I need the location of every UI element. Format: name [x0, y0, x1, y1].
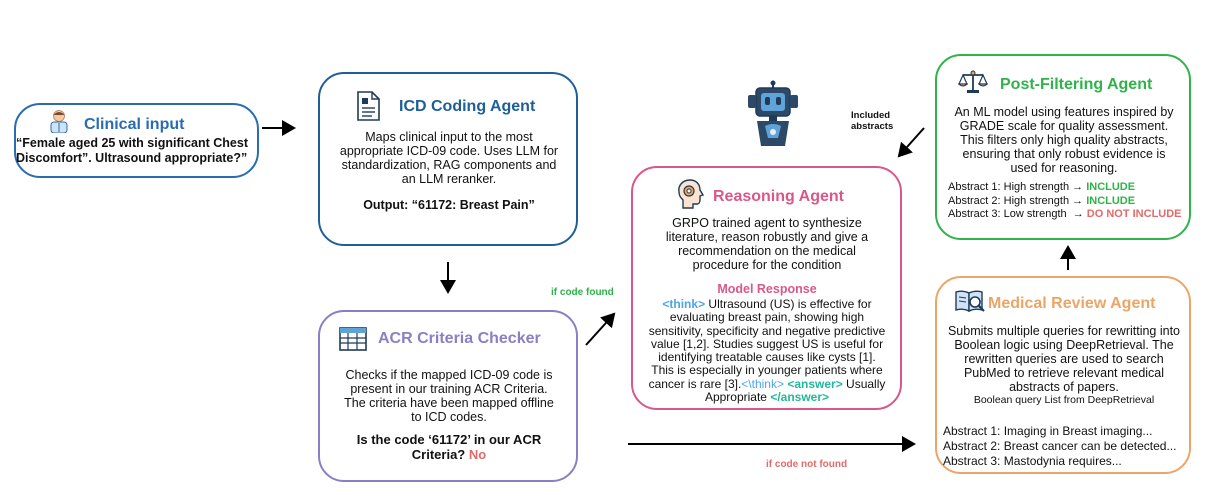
think-open-tag: <think> [662, 297, 706, 311]
if-code-not-found-label: if code not found [766, 459, 848, 470]
query-abstract-item: Abstract 2: Breast cancer can be detecte… [943, 439, 1177, 453]
scales-icon [958, 70, 988, 93]
post-filtering-agent-title: Post-Filtering Agent [1000, 76, 1153, 93]
medical-review-agent-title: Medical Review Agent [988, 295, 1156, 312]
icd-coding-agent-box: ICD Coding Agent Maps clinical input to … [318, 72, 578, 246]
filter-row: Abstract 2: High strength → INCLUDE [948, 195, 1182, 209]
icd-coding-agent-title: ICD Coding Agent [399, 98, 536, 115]
medical-review-agent-text: Submits multiple queries for rewritting … [947, 324, 1181, 394]
reasoning-agent-box: Reasoning Agent GRPO trained agent to sy… [631, 166, 902, 410]
if-code-found-label: if code found [551, 287, 614, 298]
reasoning-agent-title: Reasoning Agent [713, 188, 844, 205]
clinical-input-box: Clinical input “Female aged 25 with sign… [14, 103, 259, 178]
filter-row-label: Abstract 1: High strength → [948, 181, 1084, 193]
model-response-text: <think> Ultrasound (US) is effective for… [647, 297, 887, 405]
icd-coding-agent-text: Maps clinical input to the most appropri… [339, 130, 559, 186]
boolean-query-list-title: Boolean query List from DeepRetrieval [973, 394, 1155, 406]
medical-review-agent-box: Medical Review Agent Submits multiple qu… [935, 276, 1191, 474]
post-filtering-abstract-list: Abstract 1: High strength → INCLUDE Abst… [948, 181, 1182, 222]
filter-row-verdict: INCLUDE [1086, 194, 1136, 207]
filter-row: Abstract 3: Low strength → DO NOT INCLUD… [948, 208, 1182, 222]
included-abstracts-label: Included abstracts [851, 110, 894, 132]
answer-body: Usually Appropriate [704, 376, 886, 405]
answer-open-tag: <answer> [787, 376, 843, 391]
post-filtering-agent-box: Post-Filtering Agent An ML model using f… [935, 54, 1191, 240]
reasoning-agent-text: GRPO trained agent to synthesize literat… [665, 216, 869, 272]
think-close-tag: <\think> [741, 376, 784, 391]
document-icon [357, 91, 380, 121]
query-abstract-item: Abstract 1: Imaging in Breast imaging... [943, 424, 1153, 438]
doctor-icon [50, 110, 68, 133]
query-abstract-item: Abstract 3: Mastodynia requires... [943, 454, 1122, 468]
filter-row-label: Abstract 2: High strength → [948, 194, 1084, 207]
table-icon [339, 327, 367, 351]
arrow-post-to-reasoning [897, 127, 925, 158]
robot-icon [748, 80, 798, 146]
arrow-acr-to-reasoning [585, 312, 616, 346]
brain-gear-icon [678, 179, 704, 209]
filter-row: Abstract 1: High strength → INCLUDE [948, 181, 1182, 195]
clinical-input-text: “Female aged 25 with significant Chest D… [16, 136, 249, 165]
clinical-input-title: Clinical input [84, 116, 185, 133]
filter-row-verdict: INCLUDE [1086, 181, 1136, 193]
acr-criteria-checker-title: ACR Criteria Checker [378, 330, 541, 347]
post-filtering-agent-text: An ML model using features inspired by G… [954, 105, 1174, 175]
model-response-title: Model Response [717, 282, 817, 296]
acr-question-text: Is the code ‘61172’ in our ACR Criteria? [356, 432, 542, 462]
acr-answer: No [468, 447, 487, 462]
answer-close-tag: </answer> [770, 390, 830, 405]
acr-criteria-checker-text: Checks if the mapped ICD-09 code is pres… [344, 368, 554, 424]
boolean-query-abstract-list: Abstract 1: Imaging in Breast imaging...… [943, 424, 1176, 469]
filter-row-label: Abstract 3: Low strength → [948, 208, 1084, 220]
book-search-icon [955, 290, 985, 313]
icd-coding-agent-output: Output: “61172: Breast Pain” [363, 198, 535, 212]
filter-row-verdict: DO NOT INCLUDE [1086, 208, 1182, 220]
think-body: Ultrasound (US) is effective for evaluat… [648, 297, 886, 391]
acr-criteria-checker-box: ACR Criteria Checker Checks if the mappe… [318, 310, 578, 482]
acr-question: Is the code ‘61172’ in our ACR Criteria?… [338, 432, 560, 462]
